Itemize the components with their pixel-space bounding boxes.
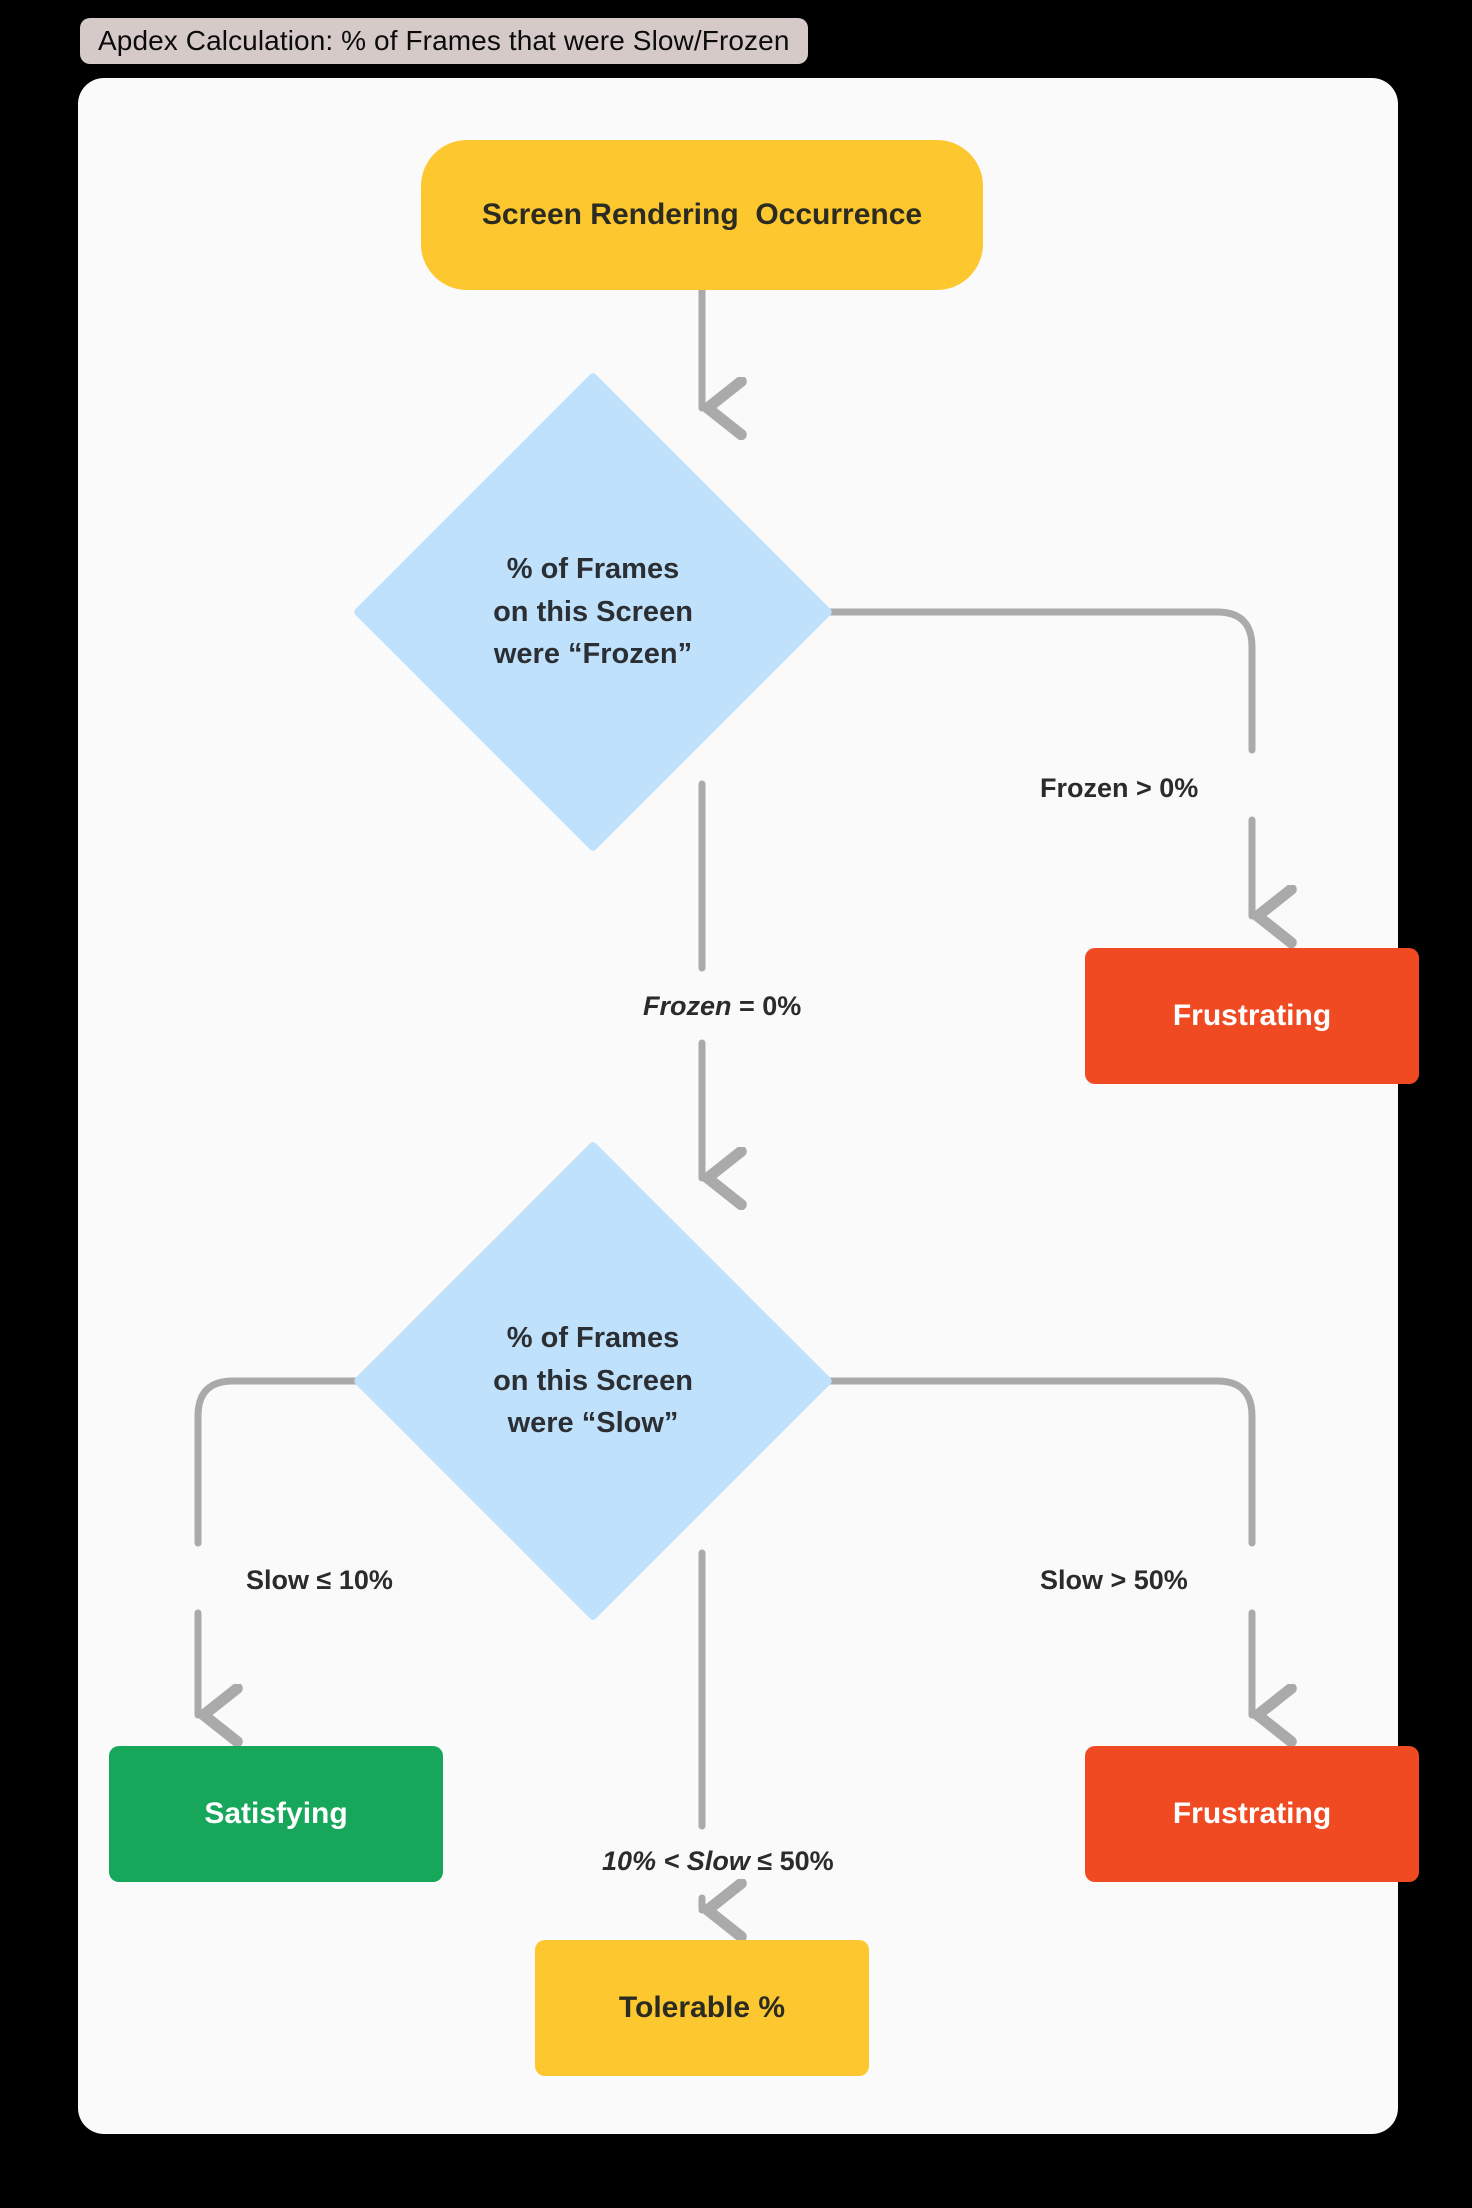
node-satisfying[interactable]: Satisfying bbox=[109, 1746, 443, 1882]
node-slow-decision-label: % of Frames on this Screen were “Slow” bbox=[493, 1321, 693, 1440]
edge-frozen-right-elbow bbox=[764, 608, 1256, 754]
edge-slow-right-elbow bbox=[764, 1377, 1256, 1547]
edge-label-slow-mid-italic: 10% < Slow bbox=[602, 1846, 750, 1876]
node-slow-decision[interactable]: % of Frames on this Screen were “Slow” bbox=[352, 1140, 834, 1622]
edge-label-slow-gt-text: Slow > 50% bbox=[1040, 1565, 1188, 1595]
edge-label-slow-mid-rest: ≤ 50% bbox=[749, 1846, 834, 1876]
node-tolerable-label: Tolerable % bbox=[618, 1990, 786, 2024]
edge-label-frozen-gt-text: Frozen > 0% bbox=[1040, 773, 1199, 803]
edge-label-frozen-greater-than-zero: Frozen > 0% bbox=[1040, 773, 1198, 804]
node-frustrating-slow-label: Frustrating bbox=[1172, 1796, 1332, 1830]
edge-label-slow-le-text: Slow ≤ 10% bbox=[246, 1565, 393, 1595]
page-title-pill: Apdex Calculation: % of Frames that were… bbox=[80, 18, 808, 64]
edge-label-slow-between-10-and-50: 10% < Slow ≤ 50% bbox=[602, 1846, 834, 1877]
node-tolerable[interactable]: Tolerable % bbox=[535, 1940, 869, 2076]
node-frustrating-frozen-label: Frustrating bbox=[1172, 998, 1332, 1032]
node-start-label: Screen Rendering Occurrence bbox=[481, 197, 923, 231]
edge-label-slow-le-10: Slow ≤ 10% bbox=[246, 1565, 393, 1596]
node-frozen-decision-label: % of Frames on this Screen were “Frozen” bbox=[493, 552, 693, 671]
edge-label-frozen-eq-italic: Frozen bbox=[643, 991, 732, 1021]
node-frustrating-slow[interactable]: Frustrating bbox=[1085, 1746, 1419, 1882]
flowchart-card: Screen Rendering Occurrence % of Frames … bbox=[78, 78, 1419, 2134]
edge-label-frozen-eq-rest: = 0% bbox=[731, 991, 802, 1021]
page-title: Apdex Calculation: % of Frames that were… bbox=[98, 25, 790, 56]
node-screen-rendering-occurrence[interactable]: Screen Rendering Occurrence bbox=[421, 140, 983, 290]
node-frozen-decision[interactable]: % of Frames on this Screen were “Frozen” bbox=[352, 371, 834, 853]
edge-label-frozen-equals-zero: Frozen = 0% bbox=[643, 991, 801, 1022]
node-frustrating-frozen[interactable]: Frustrating bbox=[1085, 948, 1419, 1084]
edge-label-slow-gt-50: Slow > 50% bbox=[1040, 1565, 1188, 1596]
node-satisfying-label: Satisfying bbox=[204, 1796, 348, 1830]
